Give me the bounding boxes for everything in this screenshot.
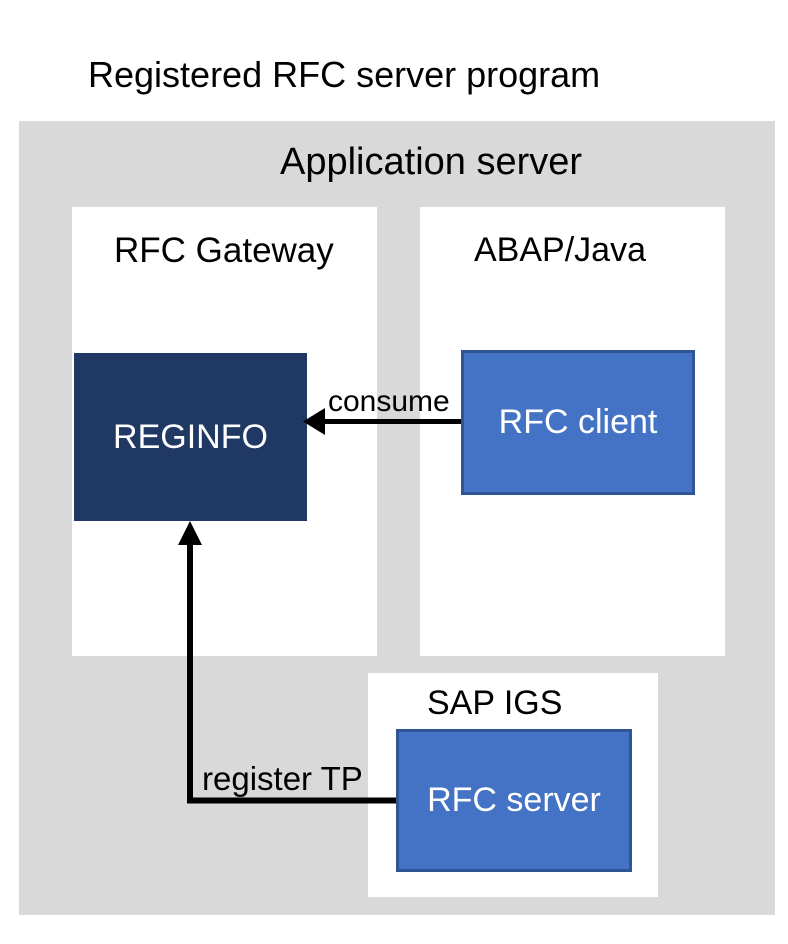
abap-java-label: ABAP/Java	[474, 231, 646, 269]
rfc-gateway-box: RFC Gateway REGINFO	[72, 207, 377, 656]
diagram-title: Registered RFC server program	[88, 54, 601, 95]
consume-label: consume	[328, 385, 450, 418]
reginfo-box: REGINFO	[74, 353, 307, 521]
application-server-box: Application server RFC Gateway REGINFO A…	[19, 121, 775, 915]
abap-java-box: ABAP/Java RFC client	[420, 207, 725, 656]
sap-igs-label: SAP IGS	[427, 684, 563, 722]
reginfo-label: REGINFO	[113, 417, 268, 456]
rfc-client-box: RFC client	[461, 350, 695, 495]
rfc-server-label: RFC server	[427, 781, 601, 819]
rfc-client-label: RFC client	[498, 403, 658, 441]
rfc-server-box: RFC server	[396, 729, 632, 872]
rfc-gateway-label: RFC Gateway	[114, 231, 334, 270]
register-tp-label: register TP	[202, 760, 363, 797]
sap-igs-box: SAP IGS RFC server	[368, 673, 658, 897]
application-server-label: Application server	[280, 141, 583, 183]
